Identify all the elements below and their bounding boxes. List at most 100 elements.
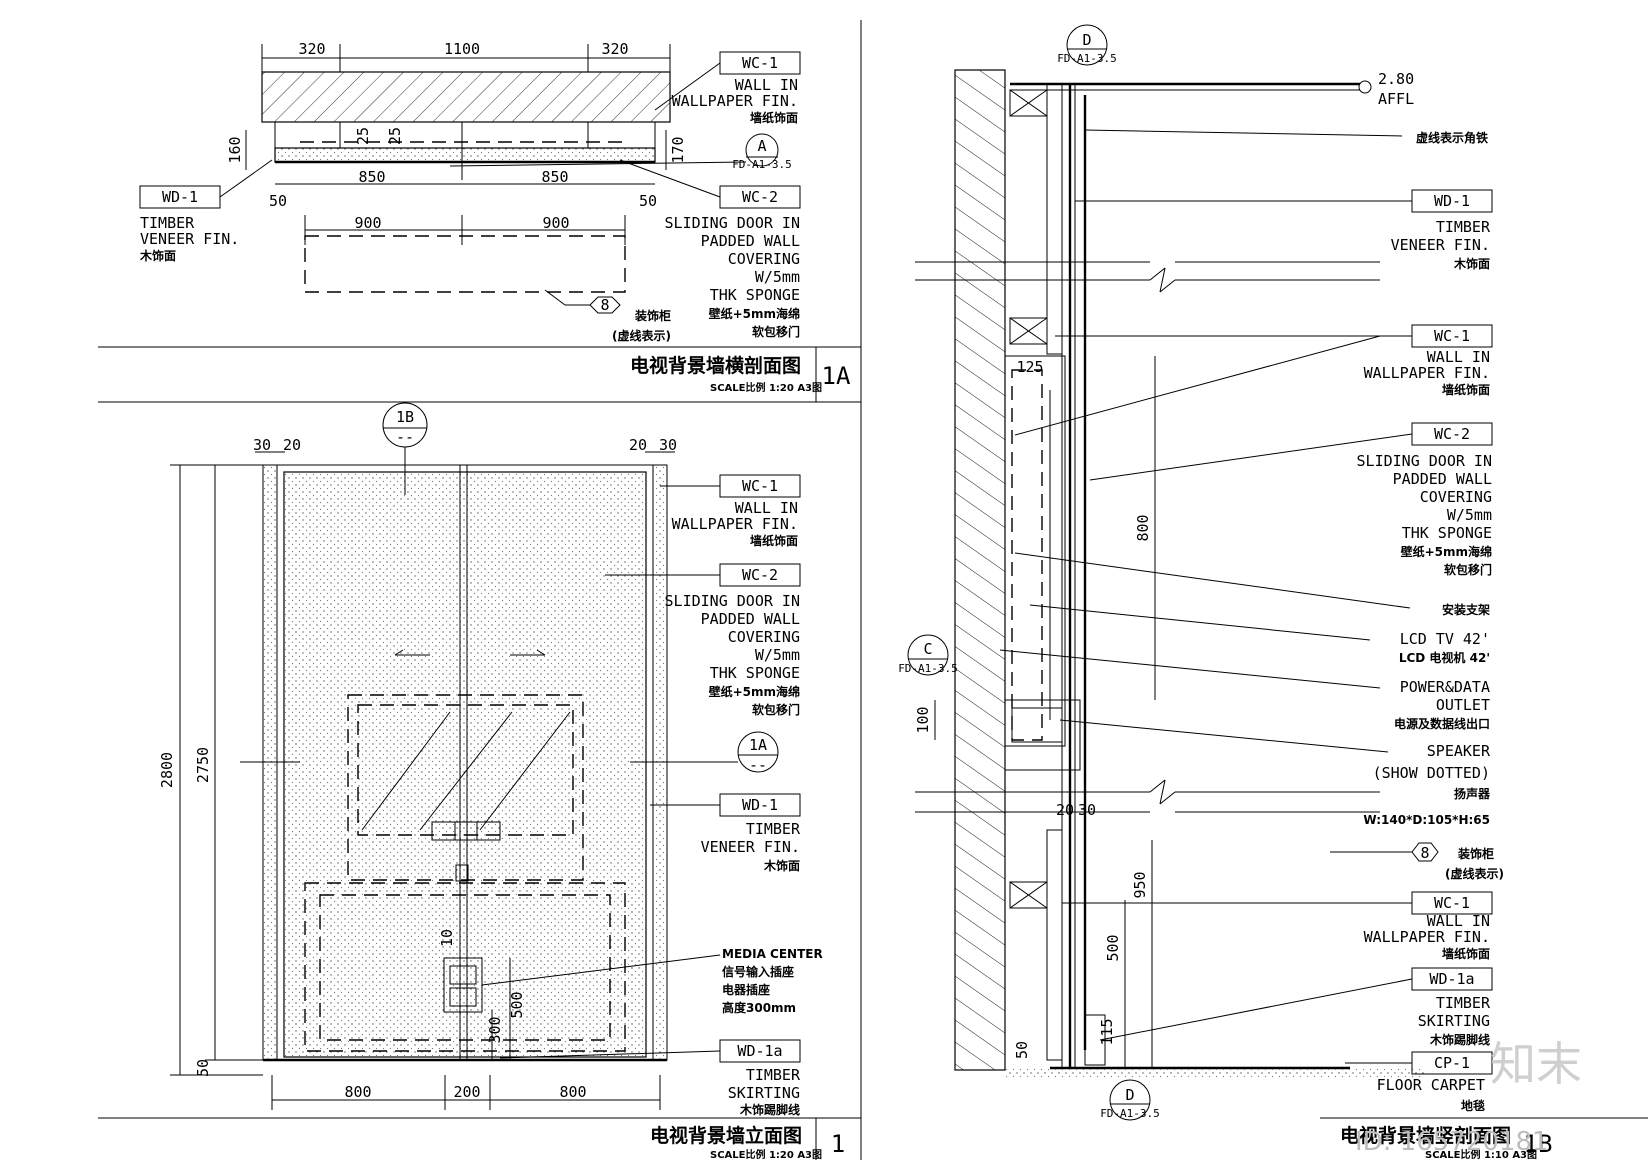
section-marker-A-letter: A	[757, 137, 766, 155]
tag-wc1-line: WALL IN	[1427, 348, 1490, 366]
dim-900-right: 900	[542, 214, 569, 232]
number-1: 1	[831, 1130, 845, 1158]
item-marker-8-text: 8	[600, 296, 609, 314]
angle-iron-note: 虚线表示角铁	[1416, 130, 1488, 145]
tag-wd1a-line: TIMBER	[746, 1066, 801, 1084]
lcd-tv-cn: LCD 电视机 42'	[1399, 650, 1490, 665]
cabinet-cn: 装饰柜	[634, 308, 671, 323]
plan-section-1A: 320 1100 320 160 170 25 25 850 850 50 50…	[139, 40, 851, 394]
tag-wd1-cn: 木饰面	[1453, 256, 1490, 271]
tag-cp1-cn: 地毯	[1461, 1098, 1485, 1113]
tag-wd1a-code: WD-1a	[737, 1042, 782, 1060]
dim-20-right: 20	[629, 436, 647, 454]
dim-115: 115	[1098, 1018, 1116, 1045]
tag-cp1-code: CP-1	[1434, 1054, 1470, 1072]
tag-wc1-code: WC-1	[1434, 894, 1470, 912]
marker-D-top	[1066, 24, 1108, 66]
watermark-logo: 知末	[1490, 1037, 1582, 1091]
tag-wc2-line: W/5mm	[755, 646, 800, 664]
dim-850-right: 850	[541, 168, 568, 186]
speaker-cn: 扬声器	[1454, 786, 1491, 801]
dim-30-right: 30	[659, 436, 677, 454]
tag-wc1-line: WALLPAPER FIN.	[1364, 364, 1490, 382]
dim-30: 30	[1078, 801, 1096, 819]
elevation-1: 1B -- 1A -- 30 20 20 30 2800 2750 50 800…	[158, 402, 845, 1161]
cabinet-dotted	[304, 235, 626, 293]
tag-wc2-line: THK SPONGE	[1402, 524, 1492, 542]
marker-D-bottom-letter: D	[1125, 1086, 1134, 1104]
tag-wd1a-cn: 木饰踢脚线	[739, 1102, 800, 1117]
tag-wd1a-line: SKIRTING	[1418, 1012, 1490, 1030]
dim-10: 10	[438, 929, 456, 947]
tag-wc1-line: WALLPAPER FIN.	[672, 515, 798, 533]
tag-cp1-line: FLOOR CARPET	[1377, 1076, 1485, 1094]
tag-wc2-line: PADDED WALL	[701, 610, 800, 628]
tag-wd1-cn: 木饰面	[139, 248, 176, 263]
tag-wc1-line: WALLPAPER FIN.	[672, 92, 798, 110]
media-center-label: MEDIA CENTER	[722, 947, 823, 961]
structural-wall	[954, 69, 1006, 1071]
number-1A: 1A	[822, 362, 851, 390]
marker-C-ref: FD-A1-3.5	[898, 662, 958, 675]
bracket-note: 安装支架	[1442, 602, 1490, 617]
tag-wc2-line: COVERING	[728, 250, 800, 268]
tag-wc1-cn: 墙纸饰面	[1442, 946, 1490, 961]
tag-wd1a-cn: 木饰踢脚线	[1429, 1032, 1490, 1047]
cabinet-cn: 装饰柜	[1457, 846, 1494, 861]
tag-wc1-cn: 墙纸饰面	[750, 110, 798, 125]
speaker-box	[1004, 699, 1081, 771]
watermark: 知末 ID: 165720181	[1355, 1037, 1582, 1157]
power-outlet-cn: 电源及数据线出口	[1394, 716, 1490, 731]
tag-wc2-code: WC-2	[742, 188, 778, 206]
dim-800-left: 800	[344, 1083, 371, 1101]
marker-D-bottom	[1109, 1079, 1151, 1121]
title-1B: 电视背景墙竖剖面图	[1340, 1124, 1511, 1147]
dim-50-right: 50	[639, 192, 657, 210]
scale-1A: SCALE比例 1:20 A3图	[710, 381, 822, 394]
tag-wc2-cn: 壁纸+5mm海绵	[1401, 544, 1492, 559]
marker-1A	[737, 731, 779, 773]
tag-wc1-code: WC-1	[742, 477, 778, 495]
tag-wc2-cn: 软包移门	[752, 702, 800, 717]
cabinet-cn-note: (虚线表示)	[612, 328, 671, 343]
dim-320-right: 320	[601, 40, 628, 58]
tag-wd1-cn: 木饰面	[763, 858, 800, 873]
marker-1B-letter: 1B	[396, 408, 414, 426]
tag-wc2-cn: 壁纸+5mm海绵	[709, 684, 800, 699]
tag-wc1-cn: 墙纸饰面	[750, 533, 798, 548]
marker-D-top-ref: FD-A1-3.5	[1057, 52, 1117, 65]
speaker-size: W:140*D:105*H:65	[1363, 813, 1490, 827]
tag-wc2-line: SLIDING DOOR IN	[1357, 452, 1492, 470]
scale-1: SCALE比例 1:20 A3图	[710, 1148, 822, 1161]
dim-20-left: 20	[283, 436, 301, 454]
tag-wc2-code: WC-2	[1434, 425, 1470, 443]
tag-wc2-cn: 软包移门	[752, 324, 800, 339]
tag-wd1-code: WD-1	[1434, 192, 1470, 210]
dim-50: 50	[1013, 1041, 1031, 1059]
tag-wd1-line: VENEER FIN.	[701, 838, 800, 856]
tv-dotted	[347, 694, 584, 881]
section-1B: 2.80 AFFL	[898, 24, 1552, 1161]
tag-wd1-code: WD-1	[742, 796, 778, 814]
tag-wd1a-line: SKIRTING	[728, 1084, 800, 1102]
dim-30-left: 30	[253, 436, 271, 454]
sheet-frame	[98, 20, 1648, 1160]
tag-wd1-line: TIMBER	[746, 820, 801, 838]
item-marker-8	[589, 296, 621, 314]
lcd-tv-label: LCD TV 42'	[1400, 630, 1490, 648]
dim-25-a: 25	[354, 127, 372, 145]
dim-900-left: 900	[354, 214, 381, 232]
tag-wc2-line: COVERING	[728, 628, 800, 646]
scale-1B: SCALE比例 1:10 A3图	[1425, 1148, 1537, 1161]
section-marker-A-ref: FD-A1-3.5	[732, 158, 792, 171]
dim-800: 800	[1134, 514, 1152, 541]
tag-wc2-line: SLIDING DOOR IN	[665, 214, 800, 232]
tag-wc2-cn: 软包移门	[1444, 562, 1492, 577]
tag-wc2-line: THK SPONGE	[710, 286, 800, 304]
tag-wc2-line: W/5mm	[755, 268, 800, 286]
dim-2800: 2800	[158, 752, 176, 788]
title-1A: 电视背景墙横剖面图	[630, 354, 801, 377]
speaker-line: (SHOW DOTTED)	[1373, 764, 1490, 782]
marker-1A-letter: 1A	[749, 736, 767, 754]
